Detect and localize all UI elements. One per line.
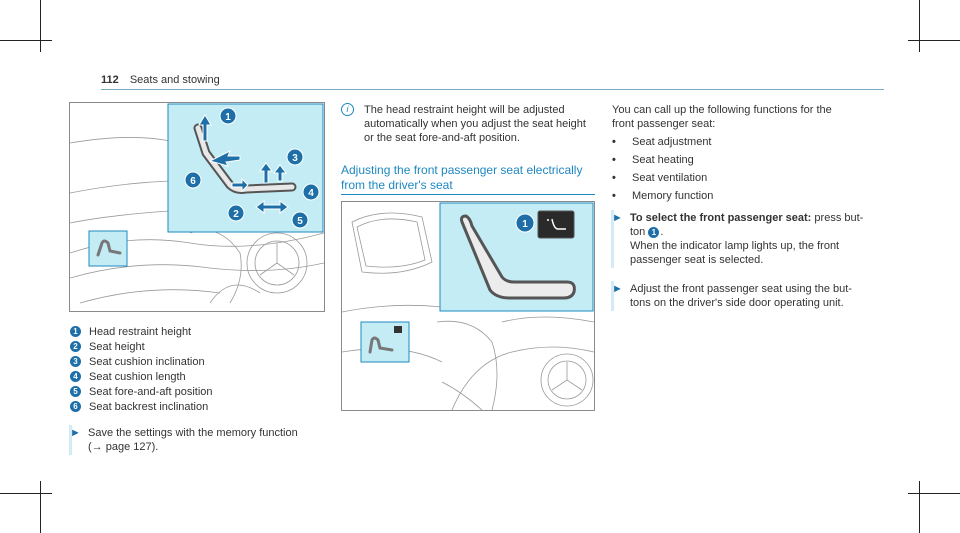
page-number: 112 xyxy=(101,74,119,86)
crop-mark xyxy=(0,40,52,41)
callout-1: 1 xyxy=(522,219,528,230)
section-name: Seats and stowing xyxy=(129,74,220,86)
section-rule xyxy=(341,194,595,195)
functions-intro: You can call up the following functions … xyxy=(612,103,882,203)
header-rule xyxy=(101,89,884,90)
crop-mark xyxy=(919,0,920,52)
section-title: Adjusting the front passenger seat elect… xyxy=(341,163,583,192)
crop-mark xyxy=(908,493,960,494)
list-item: •Seat adjustment xyxy=(612,136,712,148)
figure-passenger-seat-button: 1 xyxy=(341,201,595,411)
list-item: •Seat heating xyxy=(612,154,694,166)
list-item: •Memory function xyxy=(612,190,714,202)
step-bar xyxy=(611,281,614,311)
callout-4: 4 xyxy=(308,188,314,199)
step-bar xyxy=(611,210,614,268)
callout-2: 2 xyxy=(233,209,239,220)
step-arrow-icon: ► xyxy=(612,283,623,295)
callout-6: 6 xyxy=(190,176,196,187)
info-note: i The head restraint height will be adju… xyxy=(341,103,595,145)
step-adjust-passenger-seat: ► Adjust the front passenger seat using … xyxy=(612,283,852,309)
figure-seat-controls: 1 2 3 4 5 6 xyxy=(69,102,325,312)
callout-3: 3 xyxy=(292,153,298,164)
crop-mark xyxy=(40,481,41,533)
step-bar xyxy=(69,425,72,455)
step-save-settings: ► Save the settings with the memory func… xyxy=(70,427,298,453)
callout-1: 1 xyxy=(648,227,660,238)
callout-1: 1 xyxy=(225,112,231,123)
callout-5: 5 xyxy=(297,216,303,227)
page-header: 112 Seats and stowing xyxy=(101,74,220,86)
step-arrow-icon: ► xyxy=(70,427,81,439)
step-select-passenger-seat: ► To select the front passenger seat: pr… xyxy=(612,212,864,266)
seat-controls-illustration: 1 2 3 4 5 6 xyxy=(70,103,324,304)
list-item: •Seat ventilation xyxy=(612,172,708,184)
crop-mark xyxy=(0,493,52,494)
crop-mark xyxy=(40,0,41,52)
crop-mark xyxy=(908,40,960,41)
page-reference-link[interactable]: (→ page 127). xyxy=(88,441,159,453)
info-icon: i xyxy=(341,103,354,116)
door-panel-illustration: 1 xyxy=(342,202,594,410)
step-arrow-icon: ► xyxy=(612,212,623,224)
crop-mark xyxy=(919,481,920,533)
